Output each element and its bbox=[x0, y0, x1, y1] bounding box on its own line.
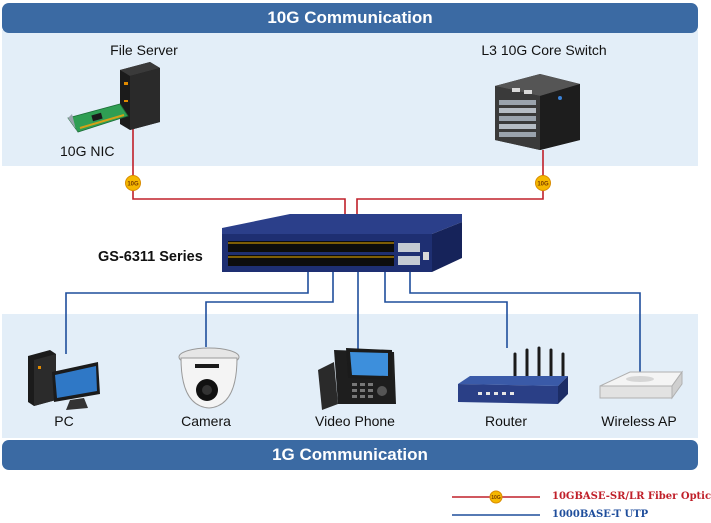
top-zone-background bbox=[2, 30, 698, 166]
nic-label: 10G NIC bbox=[60, 143, 115, 159]
wireless-ap-icon bbox=[599, 370, 683, 400]
video-phone-label: Video Phone bbox=[315, 413, 395, 429]
utp-links bbox=[65, 272, 641, 372]
utp-link-pc bbox=[65, 272, 309, 354]
wireless-ap-label: Wireless AP bbox=[601, 413, 677, 429]
legend-10g-badge-label: 10G bbox=[491, 495, 501, 501]
legend-utp-label: 1000BASE-T UTP bbox=[552, 509, 649, 520]
video-phone-icon bbox=[318, 348, 396, 410]
file-server-label: File Server bbox=[110, 42, 178, 58]
legend: 10G bbox=[452, 490, 540, 516]
router-icon bbox=[458, 346, 568, 404]
camera-icon bbox=[178, 347, 240, 409]
core-switch-label: L3 10G Core Switch bbox=[481, 42, 607, 58]
camera-label: Camera bbox=[181, 413, 231, 429]
gs-6311-switch-icon bbox=[222, 214, 462, 272]
badge-10g-left: 10G bbox=[125, 175, 141, 191]
core-switch-chassis-icon bbox=[495, 74, 580, 150]
fiber-links bbox=[132, 128, 544, 215]
pc-label: PC bbox=[54, 413, 74, 429]
legend-10g-badge bbox=[489, 490, 503, 504]
nic-card-icon bbox=[67, 103, 129, 133]
switch-model-label: GS-6311 Series bbox=[98, 249, 203, 265]
badge-10g-right-label: 10G bbox=[537, 182, 549, 188]
utp-link-camera bbox=[205, 272, 334, 347]
utp-link-wireless-ap bbox=[409, 272, 641, 372]
fiber-link-core-switch bbox=[356, 150, 544, 215]
file-server-icon bbox=[120, 62, 160, 130]
fiber-link-file-server bbox=[132, 128, 346, 215]
bottom-band-title: 1G Communication bbox=[2, 440, 698, 470]
pc-icon bbox=[28, 350, 100, 410]
utp-link-router bbox=[384, 272, 508, 348]
router-label: Router bbox=[484, 413, 528, 429]
badge-10g-right: 10G bbox=[535, 175, 551, 191]
legend-fiber-label: 10GBASE-SR/LR Fiber Optic bbox=[552, 491, 711, 502]
badge-10g-left-label: 10G bbox=[127, 182, 139, 188]
top-band-title: 10G Communication bbox=[2, 3, 698, 33]
